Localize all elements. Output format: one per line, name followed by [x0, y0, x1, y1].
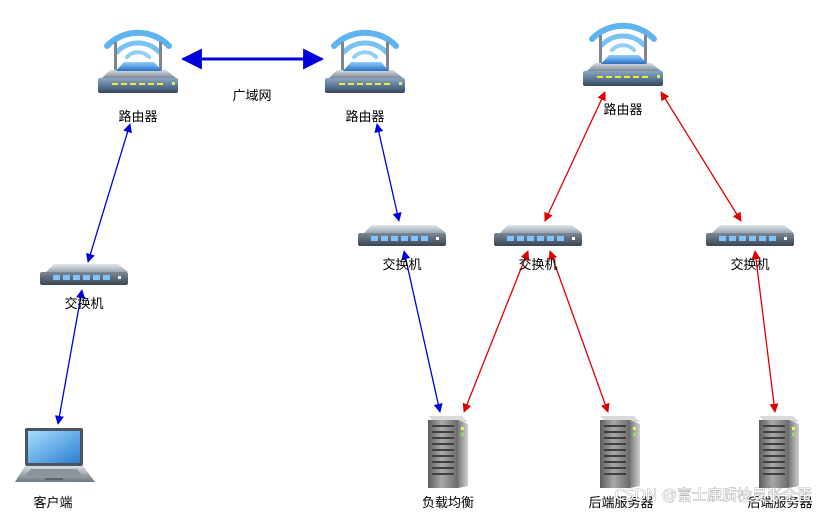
edge-router2-switch2: [374, 123, 402, 222]
router-icon: [583, 26, 663, 86]
router-1: [98, 33, 178, 93]
switch-4-label: 交换机: [730, 257, 769, 273]
client-label: 客户端: [33, 495, 72, 511]
switch-icon: [40, 264, 128, 285]
server-icon: [428, 416, 468, 488]
router-icon: [98, 33, 178, 93]
server-backend-1: [600, 416, 640, 488]
switch-2-label: 交换机: [382, 257, 421, 273]
switch-client: [40, 264, 128, 285]
laptop-client: [15, 428, 95, 482]
load-balancer-label: 负载均衡: [422, 496, 474, 511]
labels: 路由器 路由器 路由器 广域网 交换机 交换机 交换机 交换机 客户端 负载均衡…: [33, 89, 812, 511]
switch-3-label: 交换机: [518, 257, 557, 273]
router-2-label: 路由器: [345, 109, 384, 125]
switch-2: [358, 225, 446, 246]
switch-icon: [358, 225, 446, 246]
edge-switch3-backend1: [548, 250, 610, 413]
edge-router1-switch-client: [86, 123, 132, 263]
backend-server-2-label: 后端服务器: [747, 495, 812, 511]
backend-server-1-label: 后端服务器: [588, 495, 653, 511]
switch-3: [494, 225, 582, 246]
server-lb: [428, 416, 468, 488]
server-backend-2: [759, 416, 799, 488]
watermark: CSDN @富士康质检员张全蛋: [614, 486, 812, 504]
edge-router3-switch4: [660, 91, 742, 222]
edge-switch3-router3: [544, 91, 606, 222]
router-icon: [325, 33, 405, 93]
router-3: [583, 26, 663, 86]
switch-icon: [706, 225, 794, 246]
router-2: [325, 33, 405, 93]
wan-label: 广域网: [232, 89, 271, 104]
switch-client-label: 交换机: [64, 296, 103, 312]
server-icon: [600, 416, 640, 488]
edges: [54, 48, 779, 425]
router-1-label: 路由器: [118, 109, 157, 125]
edge-loadbalancer-switch3: [462, 250, 530, 413]
edge-switch2-loadbalancer: [401, 250, 443, 413]
edge-switch-client-laptop: [54, 289, 86, 425]
router-3-label: 路由器: [603, 102, 642, 118]
laptop-icon: [15, 428, 95, 482]
switch-icon: [494, 225, 582, 246]
edge-switch4-backend2: [751, 250, 779, 413]
server-icon: [759, 416, 799, 488]
switch-4: [706, 225, 794, 246]
